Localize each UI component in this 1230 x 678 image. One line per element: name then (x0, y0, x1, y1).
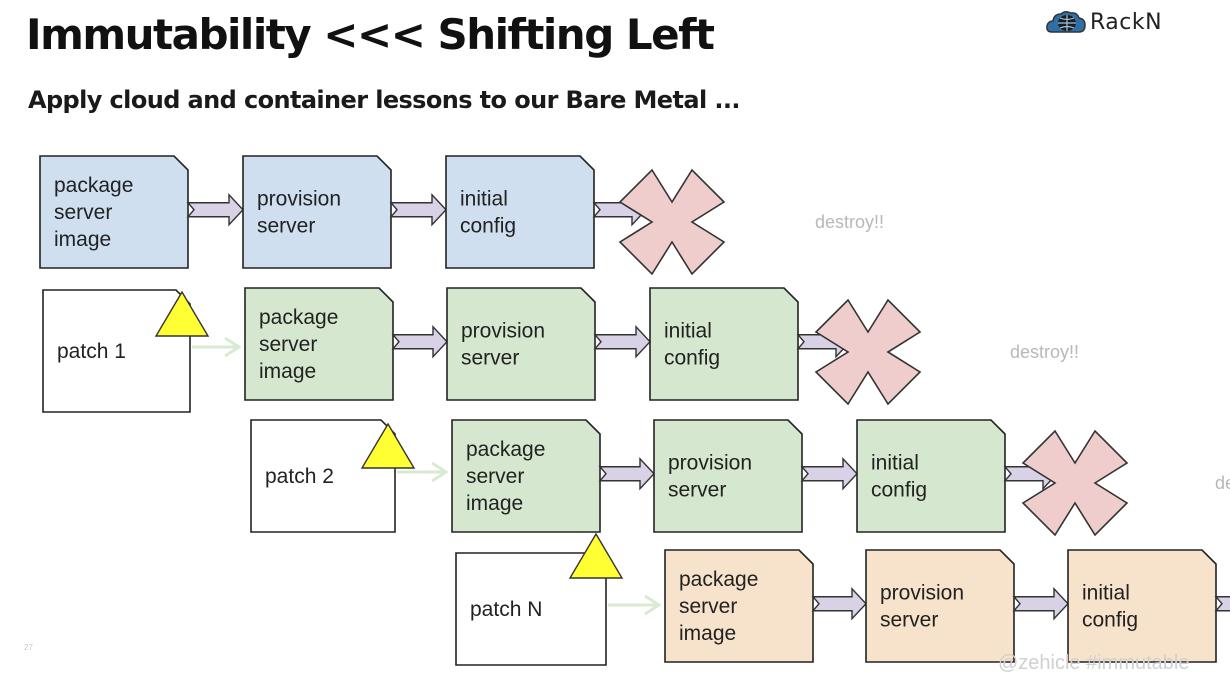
step-label-line: package (679, 568, 758, 591)
slide-title: Immutability <<< Shifting Left (26, 10, 715, 59)
step-box (244, 287, 394, 401)
step-label-line: package (259, 306, 338, 329)
flow-arrow (186, 192, 244, 227)
step-label-line: image (259, 360, 316, 383)
patch-label: patch 2 (265, 465, 334, 488)
step-box (653, 419, 803, 533)
rackn-logo: RackN (1046, 8, 1162, 36)
step-box (446, 287, 596, 401)
flow-arrow (598, 456, 655, 491)
step-label-line: initial (871, 452, 919, 475)
destroy-label: destroy!! (1010, 342, 1079, 362)
step-box (649, 287, 799, 401)
cloud-globe-icon (1046, 10, 1086, 33)
patch-box (250, 419, 396, 533)
step-box (445, 155, 595, 269)
destroy-x-icon (1021, 429, 1129, 537)
step-label-line: server (880, 609, 938, 632)
step-box (856, 419, 1006, 533)
step-box (451, 419, 601, 533)
footer-hashtag: @zehicle #immutable (998, 652, 1190, 674)
destroy-x-icon (814, 298, 922, 406)
step-label-line: config (871, 479, 927, 502)
step-label-line: config (460, 215, 516, 238)
step-label-line: config (1082, 609, 1138, 632)
step-label-line: server (679, 595, 737, 618)
flow-arrow (811, 586, 867, 621)
patch-label: patch 1 (57, 340, 126, 363)
flow-arrow (391, 324, 448, 359)
flow-arrow (593, 324, 651, 359)
warning-triangle (154, 290, 210, 337)
warning-triangle (360, 422, 416, 469)
step-label-line: server (461, 347, 519, 370)
step-label-line: provision (880, 582, 964, 605)
warning-triangle (568, 532, 624, 579)
step-label-line: image (679, 622, 736, 645)
step-label-line: config (664, 347, 720, 370)
step-label-line: provision (461, 320, 545, 343)
step-label-line: server (668, 479, 726, 502)
step-box (1067, 549, 1217, 663)
step-box (39, 155, 189, 269)
step-label-line: initial (1082, 582, 1130, 605)
step-label-line: provision (257, 188, 341, 211)
destroy-label: de (1215, 473, 1230, 493)
patch-arrow (192, 336, 242, 358)
step-label-line: server (54, 201, 112, 224)
step-label-line: initial (460, 188, 508, 211)
patch-arrow (608, 594, 662, 616)
flow-arrow (800, 456, 858, 491)
step-box (664, 549, 814, 663)
step-label-line: server (466, 465, 524, 488)
step-label-line: server (257, 215, 315, 238)
step-label-line: package (466, 438, 545, 461)
destroy-x-icon (618, 168, 726, 276)
step-label-line: image (466, 492, 523, 515)
destroy-label: destroy!! (815, 212, 884, 232)
step-label-line: server (259, 333, 317, 356)
page-number: 27 (24, 643, 33, 652)
logo-text: RackN (1090, 9, 1163, 35)
step-label-line: initial (664, 320, 712, 343)
flow-arrow (1214, 596, 1230, 612)
patch-label: patch N (470, 598, 542, 621)
step-box (865, 549, 1015, 663)
patch-box (455, 552, 607, 666)
step-label-line: provision (668, 452, 752, 475)
flow-arrow (389, 192, 447, 227)
patch-arrow (397, 461, 449, 483)
patch-box (42, 289, 191, 413)
step-label-line: package (54, 174, 133, 197)
step-box (242, 155, 392, 269)
slide-subtitle: Apply cloud and container lessons to our… (28, 86, 740, 114)
step-label-line: image (54, 228, 111, 251)
flow-arrow (1012, 586, 1069, 621)
